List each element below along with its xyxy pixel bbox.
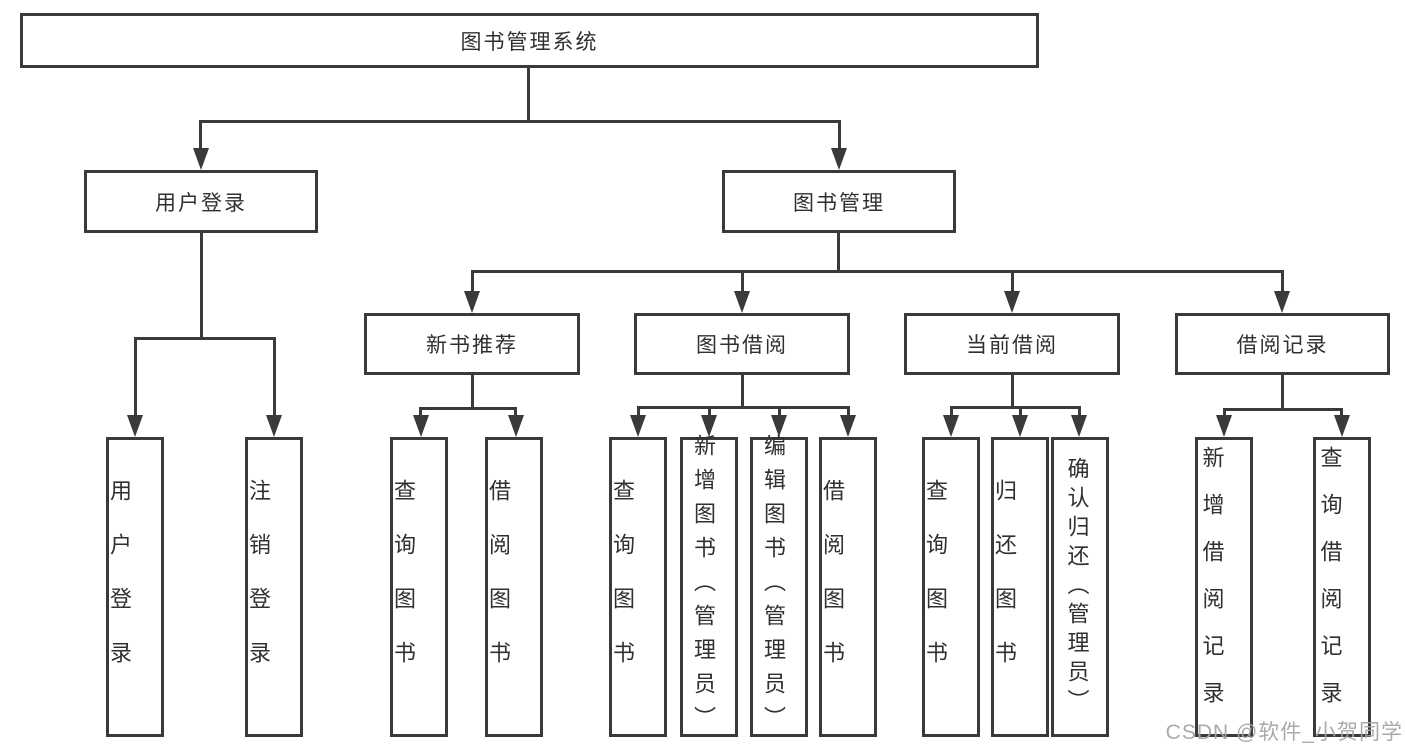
node-current-borrow-label: 当前借阅 (966, 334, 1058, 357)
connector-drop-leaf (1078, 406, 1081, 417)
leaf-bookborrow-borrow-books-label: 借阅图书 (820, 479, 845, 695)
arrow-down-icon (943, 415, 959, 437)
connector-drop-leaf (778, 406, 781, 417)
leaf-add-borrow-record-label: 新增借阅记录 (1199, 446, 1225, 728)
leaf-query-borrow-record-label: 查询借阅记录 (1317, 446, 1343, 728)
connector-drop-level3 (741, 270, 744, 293)
node-root: 图书管理系统 (20, 13, 1039, 68)
leaf-user-login: 用户登录 (106, 437, 164, 737)
connector-drop-leaf (708, 406, 711, 417)
connector-new-book-rec-stem (471, 375, 474, 407)
connector-drop-leaf (847, 406, 850, 417)
connector-book-borrow-stem (741, 375, 744, 406)
connector-drop-leaf (1340, 408, 1343, 417)
leaf-newbook-query-books: 查询图书 (390, 437, 448, 737)
leaf-bookborrow-borrow-books: 借阅图书 (819, 437, 877, 737)
node-new-book-rec-label: 新书推荐 (426, 334, 518, 357)
leaf-current-query-books-label: 查询图书 (923, 479, 948, 695)
leaf-newbook-borrow-books-label: 借阅图书 (486, 479, 511, 695)
node-book-mgmt: 图书管理 (722, 170, 956, 233)
connector-drop-user-login (199, 120, 202, 150)
connector-book-mgmt-split (471, 270, 1284, 273)
connector-drop-leaf (273, 337, 276, 417)
arrow-down-icon (1012, 415, 1028, 437)
connector-current-borrow-stem (1011, 375, 1014, 406)
connector-root-split (199, 120, 841, 123)
arrow-down-icon (1004, 291, 1020, 313)
connector-book-mgmt-stem (837, 233, 840, 270)
leaf-current-query-books: 查询图书 (922, 437, 980, 737)
arrow-down-icon (1071, 415, 1087, 437)
connector-drop-leaf (1223, 408, 1226, 417)
node-root-label: 图书管理系统 (460, 30, 599, 54)
node-book-mgmt-label: 图书管理 (793, 191, 885, 215)
connector-current-borrow-split (950, 406, 1081, 409)
node-borrow-records-label: 借阅记录 (1236, 334, 1329, 357)
connector-drop-leaf (950, 406, 953, 417)
connector-borrow-records-stem (1281, 375, 1284, 408)
arrow-down-icon (193, 148, 209, 170)
connector-book-borrow-split (637, 406, 849, 409)
arrow-down-icon (771, 415, 787, 437)
arrow-down-icon (1334, 415, 1350, 437)
node-current-borrow: 当前借阅 (904, 313, 1120, 375)
leaf-edit-books-admin-label: 编辑图书（管理员） (761, 434, 786, 740)
arrow-down-icon (1274, 291, 1290, 313)
leaf-logout: 注销登录 (245, 437, 303, 737)
leaf-bookborrow-query-books-label: 查询图书 (610, 479, 635, 695)
arrow-down-icon (734, 291, 750, 313)
leaf-user-login-label: 用户登录 (107, 479, 132, 695)
csdn-watermark: CSDN @软件_小贺同学 (1165, 721, 1403, 744)
leaf-bookborrow-query-books: 查询图书 (609, 437, 667, 737)
connector-drop-book-mgmt (838, 120, 841, 150)
arrow-down-icon (413, 415, 429, 437)
leaf-add-books-admin-label: 新增图书（管理员） (691, 434, 716, 740)
connector-drop-leaf (419, 407, 422, 417)
node-book-borrow-label: 图书借阅 (696, 334, 788, 357)
node-book-borrow: 图书借阅 (634, 313, 850, 375)
arrow-down-icon (1216, 415, 1232, 437)
arrow-down-icon (464, 291, 480, 313)
connector-new-book-rec-split (419, 407, 517, 410)
leaf-confirm-return-admin-label: 确认归还（管理员） (1064, 456, 1090, 718)
leaf-add-books-admin: 新增图书（管理员） (680, 434, 738, 740)
leaf-newbook-query-books-label: 查询图书 (391, 479, 416, 695)
leaf-confirm-return-admin: 确认归还（管理员） (1051, 437, 1109, 737)
leaf-add-borrow-record: 新增借阅记录 (1195, 437, 1253, 737)
connector-drop-leaf (514, 407, 517, 417)
node-new-book-rec: 新书推荐 (364, 313, 580, 375)
connector-user-login-split (134, 337, 276, 340)
leaf-query-borrow-record: 查询借阅记录 (1313, 437, 1371, 737)
connector-borrow-records-split (1223, 408, 1343, 411)
connector-drop-leaf (637, 406, 640, 417)
leaf-logout-label: 注销登录 (246, 479, 271, 695)
connector-drop-leaf (1019, 406, 1022, 417)
node-user-login: 用户登录 (84, 170, 318, 233)
connector-user-login-stem (200, 233, 203, 337)
leaf-return-books-label: 归还图书 (992, 479, 1017, 695)
connector-drop-level3 (1281, 270, 1284, 293)
arrow-down-icon (701, 415, 717, 437)
arrow-down-icon (831, 148, 847, 170)
leaf-edit-books-admin: 编辑图书（管理员） (750, 434, 808, 740)
node-user-login-label: 用户登录 (155, 191, 247, 215)
arrow-down-icon (127, 415, 143, 437)
node-borrow-records: 借阅记录 (1175, 313, 1390, 375)
connector-root-stem (527, 68, 530, 120)
arrow-down-icon (266, 415, 282, 437)
connector-drop-level3 (471, 270, 474, 293)
arrow-down-icon (840, 415, 856, 437)
connector-drop-level3 (1011, 270, 1014, 293)
connector-drop-leaf (134, 337, 137, 417)
leaf-newbook-borrow-books: 借阅图书 (485, 437, 543, 737)
arrow-down-icon (508, 415, 524, 437)
leaf-return-books: 归还图书 (991, 437, 1049, 737)
arrow-down-icon (630, 415, 646, 437)
